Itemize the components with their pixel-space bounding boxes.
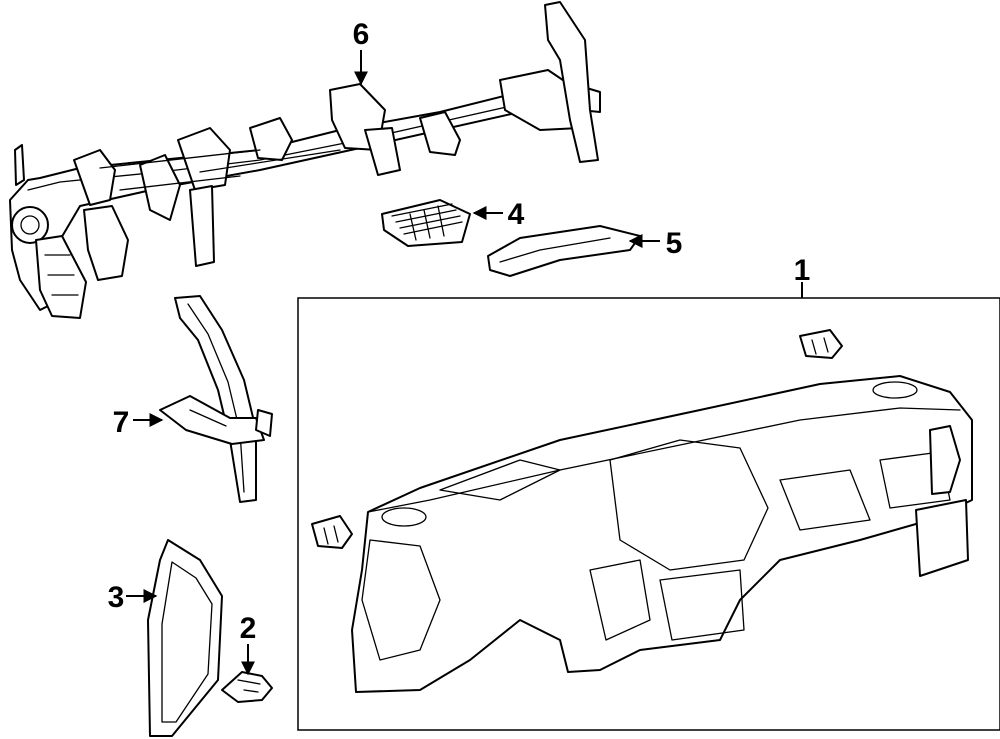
callout-7: 7	[113, 406, 130, 439]
callout-6: 6	[353, 18, 370, 51]
part-1-instrument-panel	[311, 329, 973, 693]
callout-4: 4	[508, 198, 525, 231]
part-7-brace	[159, 295, 273, 503]
part-4-defroster-nozzle	[381, 199, 471, 247]
part-1-bounding-box	[297, 297, 1000, 731]
part-2-bracket	[221, 671, 273, 703]
callout-5: 5	[666, 227, 683, 260]
callout-1: 1	[794, 254, 811, 287]
callout-labels: 1 2 3 4 5 6 7	[108, 18, 811, 645]
part-3-side-panel	[147, 539, 223, 737]
part-5-finish-panel	[487, 225, 641, 277]
part-6-instrument-panel-reinforcement	[9, 1, 601, 319]
leader-lines	[126, 50, 803, 676]
callout-2: 2	[240, 612, 257, 645]
callout-3: 3	[108, 581, 125, 614]
